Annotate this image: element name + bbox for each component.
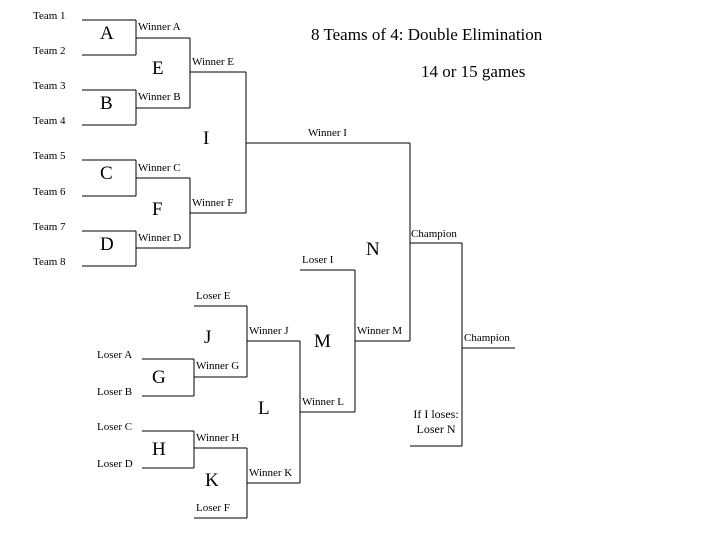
game-label-L: L (258, 398, 270, 419)
seed-team-7: Team 7 (33, 221, 66, 233)
feed-label-winner-j: Winner J (249, 325, 289, 337)
game-label-G: G (152, 367, 166, 388)
feed-label-winner-h: Winner H (196, 432, 240, 444)
feed-label-loser-b: Loser B (97, 386, 133, 398)
seed-team-5: Team 5 (33, 150, 66, 162)
feed-label-winner-e: Winner E (192, 56, 235, 68)
feed-label-winner-d: Winner D (138, 232, 182, 244)
game-label-D: D (100, 234, 114, 255)
game-label-C: C (100, 163, 113, 184)
game-label-B: B (100, 93, 113, 114)
game-label-M: M (314, 331, 331, 352)
seed-team-6: Team 6 (33, 186, 66, 198)
feed-label-loser-a: Loser A (97, 349, 133, 361)
feed-label-winner-b: Winner B (138, 91, 181, 103)
seed-team-2: Team 2 (33, 45, 66, 57)
game-label-J: J (204, 327, 212, 348)
feed-label-champion-final: Champion (464, 332, 510, 344)
game-label-E: E (152, 58, 164, 79)
feed-label-loser-c: Loser C (97, 421, 133, 433)
feed-label-loser-i: Loser I (302, 254, 334, 266)
game-label-A: A (100, 23, 114, 44)
feed-label-winner-c: Winner C (138, 162, 181, 174)
feed-label-winner-l: Winner L (302, 396, 345, 408)
feed-label-winner-i: Winner I (308, 127, 347, 139)
diagram-subtitle: 14 or 15 games (421, 62, 526, 81)
feed-label-loser-e: Loser E (196, 290, 231, 302)
feed-label-champion-top: Champion (411, 228, 457, 240)
game-label-K: K (205, 470, 219, 491)
seed-team-4: Team 4 (33, 115, 66, 127)
game-label-H: H (152, 439, 166, 460)
game-label-I: I (203, 128, 210, 149)
if-loses-note: If I loses: Loser N (408, 407, 464, 437)
seed-team-3: Team 3 (33, 80, 66, 92)
feed-label-winner-g: Winner G (196, 360, 240, 372)
feed-label-winner-f: Winner F (192, 197, 234, 209)
game-label-F: F (152, 199, 163, 220)
seed-team-8: Team 8 (33, 256, 66, 268)
seed-team-1: Team 1 (33, 10, 66, 22)
diagram-title: 8 Teams of 4: Double Elimination (311, 25, 543, 44)
if-loses-note-line2: Loser N (416, 422, 456, 436)
feed-label-winner-a: Winner A (138, 21, 181, 33)
game-label-N: N (366, 239, 380, 260)
feed-label-winner-m: Winner M (357, 325, 403, 337)
feed-label-winner-k: Winner K (249, 467, 293, 479)
feed-label-loser-f: Loser F (196, 502, 230, 514)
if-loses-note-line1: If I loses: (413, 407, 459, 421)
feed-label-loser-d: Loser D (97, 458, 133, 470)
